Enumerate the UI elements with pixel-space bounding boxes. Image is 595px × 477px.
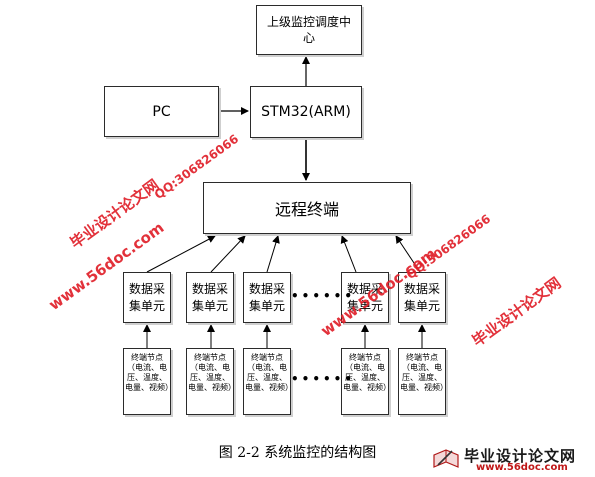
nodes-ellipsis: •••••• xyxy=(291,372,356,386)
terminal-node-5: 终端节点（电流、电压、温度、电量、视频） xyxy=(398,348,448,415)
data-unit-5: 数据采集单元 xyxy=(398,272,446,323)
terminal-node-label: 终端节点（电流、电压、温度、电量、视频） xyxy=(188,353,236,392)
arrow-unit1-remote xyxy=(146,235,216,273)
terminal-node-3: 终端节点（电流、电压、温度、电量、视频） xyxy=(243,348,293,415)
arrow-unit2-remote xyxy=(210,235,246,273)
pc-box: PC xyxy=(104,86,219,137)
remote-terminal-label: 远程终端 xyxy=(274,200,339,219)
stm32-label: STM32(ARM) xyxy=(261,104,351,120)
data-unit-label: 数据采集单元 xyxy=(191,281,228,313)
terminal-node-label: 终端节点（电流、电压、温度、电量、视频） xyxy=(125,353,173,392)
data-unit-label: 数据采集单元 xyxy=(346,281,383,313)
site-logo: 毕业设计论文网 www.56doc.com xyxy=(432,445,590,473)
upper-dispatch-center-label: 上级监控调度中心 xyxy=(266,15,351,45)
upper-dispatch-center-box: 上级监控调度中心 xyxy=(256,5,362,55)
book-pen-icon xyxy=(433,449,459,468)
arrow-unit3-remote xyxy=(266,235,280,273)
units-ellipsis: •••••• xyxy=(291,289,356,303)
remote-terminal-box: 远程终端 xyxy=(203,182,411,234)
data-unit-label: 数据采集单元 xyxy=(248,281,285,313)
data-unit-1: 数据采集单元 xyxy=(123,272,171,323)
stm32-box: STM32(ARM) xyxy=(250,86,362,138)
terminal-node-4: 终端节点（电流、电压、温度、电量、视频） xyxy=(341,348,391,415)
pc-label: PC xyxy=(152,103,171,120)
terminal-node-label: 终端节点（电流、电压、温度、电量、视频） xyxy=(343,353,391,392)
logo-url: www.56doc.com xyxy=(476,462,568,473)
terminal-node-2: 终端节点（电流、电压、温度、电量、视频） xyxy=(186,348,236,415)
data-unit-3: 数据采集单元 xyxy=(243,272,291,323)
data-unit-label: 数据采集单元 xyxy=(128,281,165,313)
arrow-unit5-remote xyxy=(395,235,421,273)
arrow-unit4-remote xyxy=(340,235,357,273)
data-unit-2: 数据采集单元 xyxy=(186,272,234,323)
data-unit-label: 数据采集单元 xyxy=(403,281,440,313)
data-unit-4: 数据采集单元 xyxy=(341,272,389,323)
terminal-node-label: 终端节点（电流、电压、温度、电量、视频） xyxy=(400,353,448,392)
terminal-node-1: 终端节点（电流、电压、温度、电量、视频） xyxy=(123,348,173,415)
figure-caption: 图 2-2 系统监控的结构图 xyxy=(218,445,377,461)
terminal-node-label: 终端节点（电流、电压、温度、电量、视频） xyxy=(245,353,293,392)
logo-name: 毕业设计论文网 xyxy=(464,447,577,465)
